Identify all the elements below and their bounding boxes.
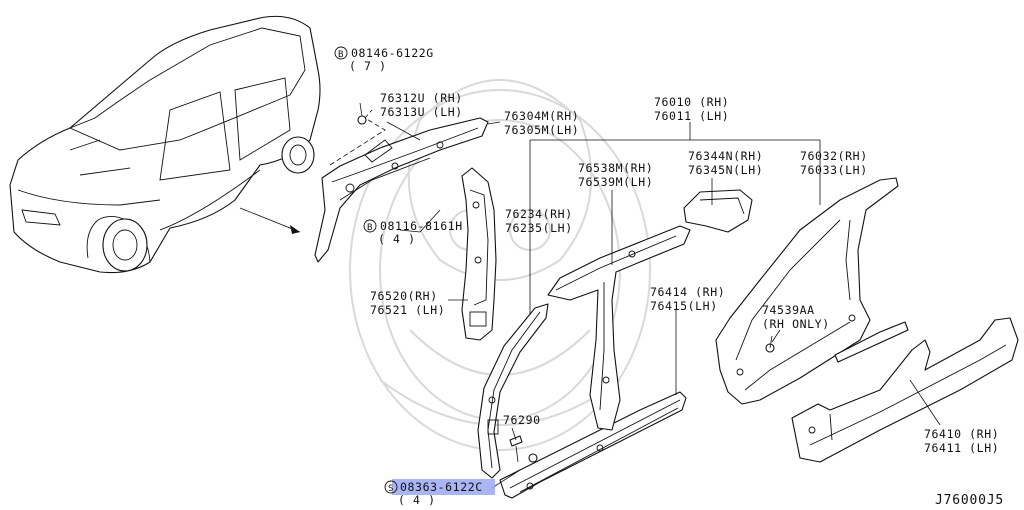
front-pillar-part xyxy=(477,303,549,479)
label-76312-rh: 76312U (RH) xyxy=(380,91,463,105)
label-76538-rh: 76538M(RH) xyxy=(578,161,653,175)
label-76032-lh: 76033(LH) xyxy=(800,163,868,177)
label-76234-rh: 76234(RH) xyxy=(505,207,573,221)
bolt-circle-icon xyxy=(334,46,348,60)
label-76344-rh: 76344N(RH) xyxy=(688,149,763,163)
label-76290: 76290 xyxy=(503,413,541,427)
label-76520-lh: 76521 (LH) xyxy=(370,303,445,317)
figure-code: J76000J5 xyxy=(935,493,1004,508)
label-76538-lh: 76539M(LH) xyxy=(578,175,653,189)
roof-rail-part xyxy=(314,102,489,263)
label-74539-part: 74539AA xyxy=(762,303,815,317)
label-76410-lh: 76411 (LH) xyxy=(924,441,999,455)
selection-highlight xyxy=(392,479,495,495)
label-76344-lh: 76345N(LH) xyxy=(688,163,763,177)
label-76304-lh: 76305M(LH) xyxy=(504,123,579,137)
screw-bottom-qty: ( 4 ) xyxy=(398,493,436,507)
callout-labels: B 08146-6122G ( 7 ) 76312U (RH) 76313U (… xyxy=(334,46,1004,508)
leader-lines xyxy=(386,121,941,489)
outer-sill-part xyxy=(791,317,1019,463)
label-76032-rh: 76032(RH) xyxy=(800,149,868,163)
sill-inner-part xyxy=(499,391,687,499)
vehicle-illustration xyxy=(9,15,321,274)
label-76410-rh: 76410 (RH) xyxy=(924,427,999,441)
bolt-mid-prefix: B xyxy=(367,223,373,233)
label-76414-rh: 76414 (RH) xyxy=(650,285,725,299)
screw-bottom-prefix: S xyxy=(388,484,394,494)
label-76010-lh: 76011 (LH) xyxy=(654,109,729,123)
bracket-part xyxy=(683,189,753,233)
label-76312-lh: 76313U (LH) xyxy=(380,105,463,119)
label-76520-rh: 76520(RH) xyxy=(370,289,438,303)
label-74539-note: (RH ONLY) xyxy=(762,317,830,331)
body-side-outer-part xyxy=(715,177,909,405)
fasteners xyxy=(509,335,775,463)
watermark-emblem xyxy=(349,79,651,451)
label-76234-lh: 76235(LH) xyxy=(505,221,573,235)
center-pillar-part xyxy=(547,225,691,431)
screw-circle-icon xyxy=(384,480,398,494)
bolt-mid-qty: ( 4 ) xyxy=(378,232,416,246)
b-pillar-inner-part xyxy=(461,167,497,341)
label-76304-rh: 76304M(RH) xyxy=(504,109,579,123)
bolt-circle-icon xyxy=(363,219,377,233)
label-76414-lh: 76415(LH) xyxy=(650,299,718,313)
bolt-top-number: 08146-6122G xyxy=(351,46,434,60)
bolt-mid-number: 08116-8161H xyxy=(380,219,463,233)
screw-bottom-number: 08363-6122C xyxy=(400,480,483,494)
bolt-top-prefix: B xyxy=(338,50,344,60)
bolt-top-qty: ( 7 ) xyxy=(349,59,387,73)
label-76010-rh: 76010 (RH) xyxy=(654,95,729,109)
